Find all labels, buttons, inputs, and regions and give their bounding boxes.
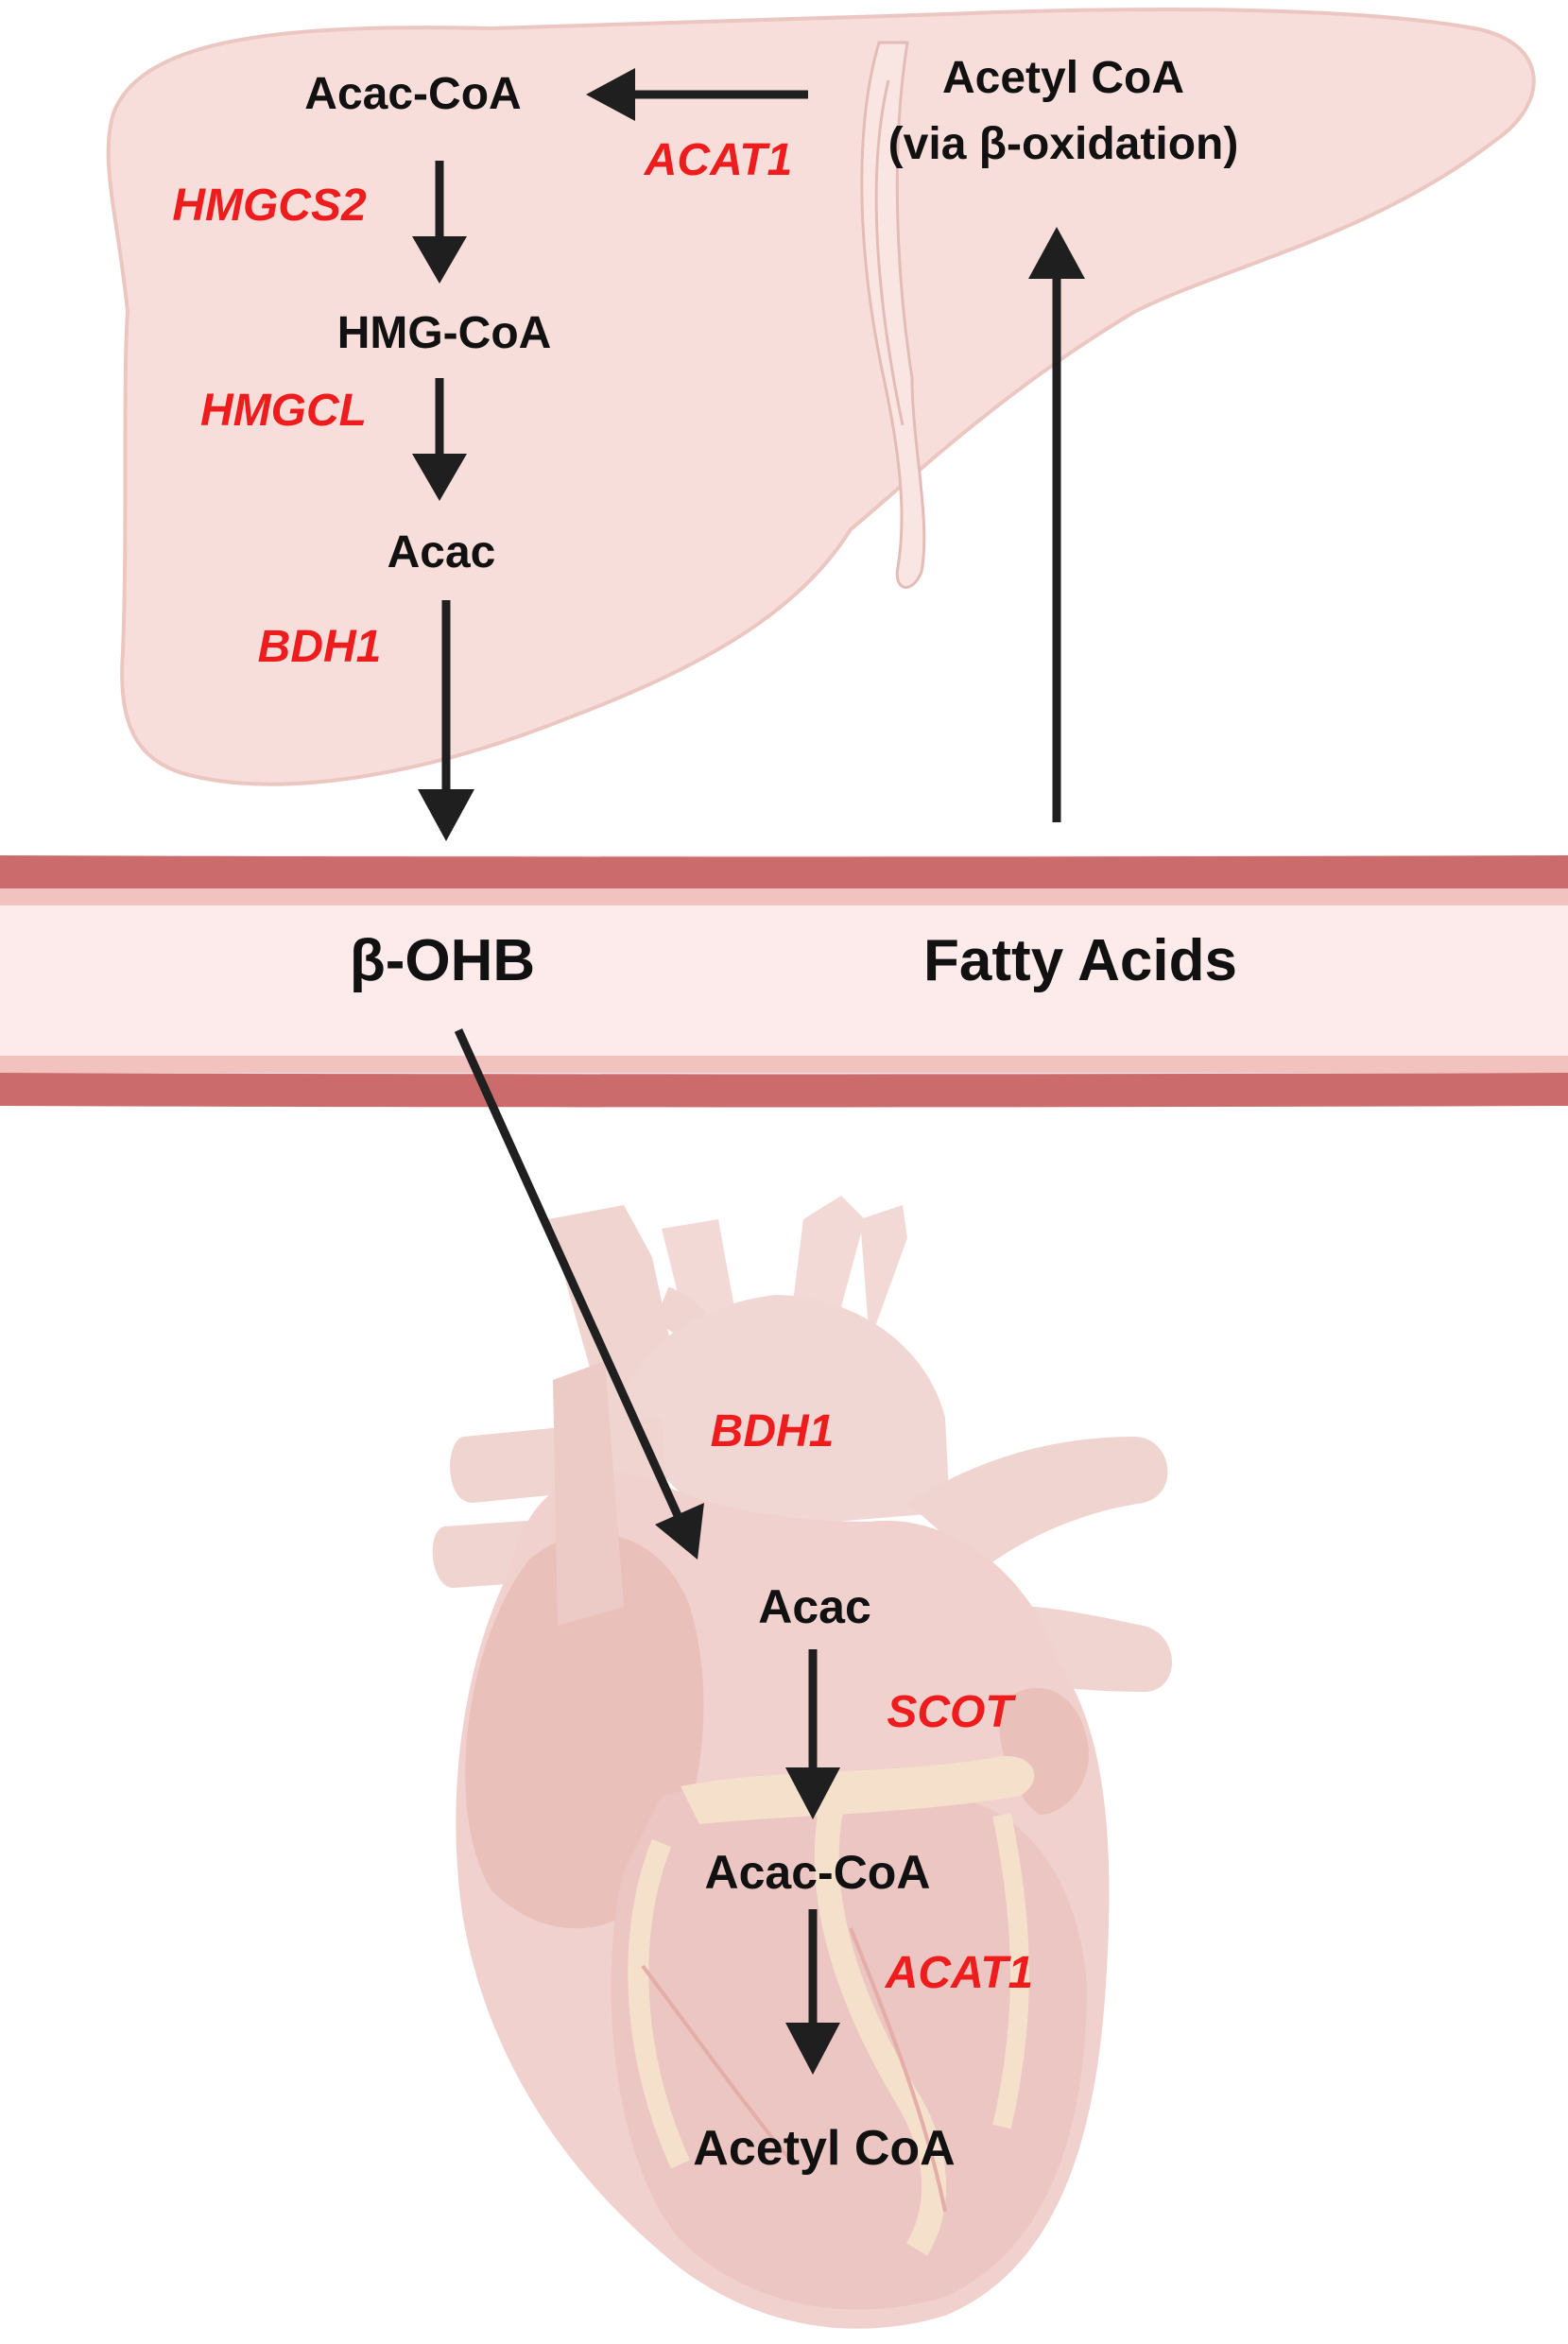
heart-coronary-fat-top [681,1756,1035,1824]
arrow-heads [412,68,1085,2075]
heart-scot-enzyme: SCOT [887,1687,1016,1737]
heart-organ [432,1196,1172,2329]
arrowhead-down-4 [785,1767,840,1819]
heart-vessel-branch-3 [860,1205,907,1342]
vessel-wall-bottom-inner [0,1056,1568,1073]
heart-coronary-vessel-center [814,1802,947,2256]
arrow-bohb-to-heart [454,1028,685,1524]
heart-coronary-vessel-right [992,1813,1029,2129]
arrowhead-diagonal [655,1503,704,1560]
arrowhead-left [586,68,635,121]
vessel-wall-top-inner [0,888,1568,905]
vessel-fatty-acids-label: Fatty Acids [923,928,1237,993]
heart-pulmonary-right [907,1437,1168,1569]
vessel-wall-bottom [0,1073,1568,1108]
heart-ventricles [611,1784,1087,2310]
heart-acac-label: Acac [758,1580,871,1633]
blood-vessel [0,855,1568,1108]
liver-acetyl-coa-label: Acetyl CoA [942,53,1184,103]
heart-vena-cava [553,1361,624,1626]
heart-coronary-vessel-left [628,1838,691,2169]
liver-hmg-coa-label: HMG-CoA [337,308,552,358]
heart-vessel-line-1 [641,1964,796,2166]
liver-acac-label: Acac [388,527,496,577]
arrowhead-down-1 [412,236,467,284]
arrowhead-down-5 [785,2023,840,2075]
liver-hmgcl-enzyme: HMGCL [200,386,367,436]
heart-right-atrium [465,1533,704,1929]
heart-aortic-arch [624,1295,950,1531]
heart-vessel-line-2 [849,1927,947,2213]
heart-acac-coa-label: Acac-CoA [705,1846,931,1899]
heart-bdh1-enzyme: BDH1 [711,1406,835,1456]
liver-lobe-divider [874,79,905,426]
arrowhead-down-2 [412,454,467,501]
arrowhead-up [1028,227,1085,279]
liver-hmgcs2-enzyme: HMGCS2 [172,181,367,231]
vessel-bohb-label: β-OHB [350,928,535,993]
liver-acat1-enzyme: ACAT1 [644,135,792,185]
liver-organ [106,8,1536,786]
pathway-arrows [435,90,1061,2032]
heart-acetyl-coa-label: Acetyl CoA [693,2121,955,2176]
liver-acac-coa-label: Acac-CoA [304,69,521,119]
heart-acat1-enzyme: ACAT1 [885,1948,1033,1998]
liver-beta-oxidation-label: (via β-oxidation) [888,119,1239,169]
arrowhead-down-3 [418,789,474,841]
liver-bdh1-enzyme: BDH1 [258,622,382,672]
vessel-wall-top [0,855,1568,890]
